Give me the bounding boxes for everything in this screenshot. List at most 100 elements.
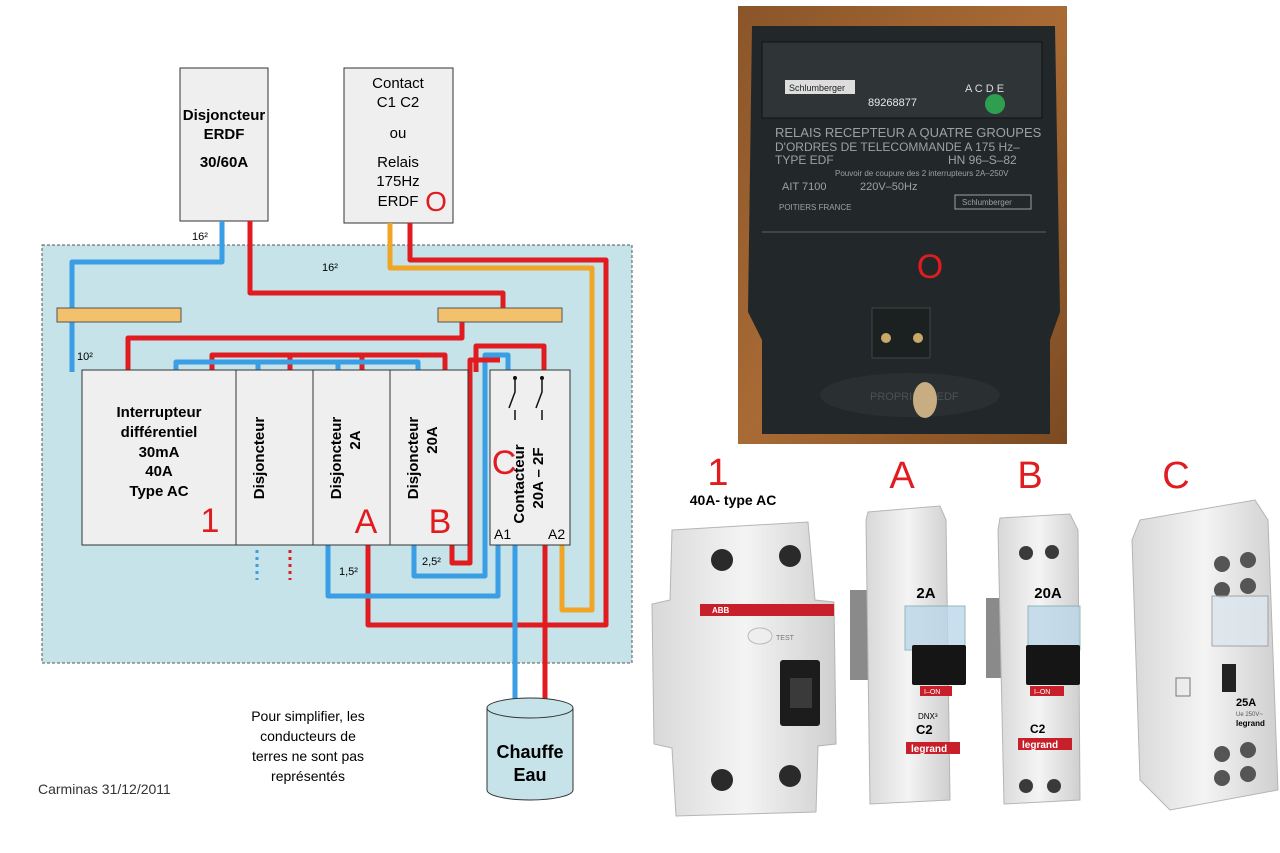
rcd-line4: 40A (145, 463, 173, 480)
heater-line1: Chauffe (497, 742, 564, 762)
contact-relay-box: Contact C1 C2 ou Relais 175Hz ERDF O (343, 67, 454, 224)
breaker-label: Disjoncteur (251, 417, 268, 500)
footnote: Pour simplifier, les conducteurs de terr… (251, 708, 365, 784)
wire-label-10: 10² (77, 351, 93, 363)
relay-marker-o: O (917, 248, 943, 286)
product-c-brand: legrand (1236, 719, 1265, 728)
product-c-marker: C (1162, 455, 1189, 497)
heater-line2: Eau (513, 765, 546, 785)
contactor-marker: C (492, 444, 517, 482)
contact-line4: Relais (377, 154, 419, 171)
wire-phase-rcd (125, 312, 465, 372)
product-a-rating: 2A (916, 585, 935, 602)
product-rcd-test: TEST (776, 635, 795, 642)
wires (69, 221, 609, 700)
contactor-line1: Contacteur (511, 444, 528, 523)
relay-line1: RELAIS RECEPTEUR A QUATRE GROUPES (775, 125, 1042, 140)
breaker-a-line2: 2A (347, 430, 364, 449)
wire-relay-red (365, 223, 609, 628)
breaker-a-line1: Disjoncteur (328, 417, 345, 500)
wire-contactor-neutral (411, 352, 511, 579)
rcd-module: Interrupteur différentiel 30mA 40A Type … (81, 369, 237, 546)
product-rcd-photo: ABB TEST (651, 521, 837, 817)
neutral-bus-bar (56, 307, 182, 323)
credit: Carminas 31/12/2011 (38, 781, 171, 797)
wire-relay-orange (387, 223, 595, 613)
contact-line1: Contact (372, 75, 425, 92)
product-b-marker: B (1017, 455, 1042, 497)
contact-line3: ou (390, 125, 407, 142)
wire-phase-main (247, 221, 506, 312)
breaker-b-module: Disjoncteur 20A B (389, 369, 469, 546)
product-b-switch: I–ON (1034, 689, 1050, 696)
product-c-rating: 25A (1236, 697, 1256, 709)
relay-serial: 89268877 (868, 97, 917, 109)
contactor-terminal-a1: A1 (494, 526, 511, 542)
breaker-a-marker: A (355, 503, 378, 541)
contact-line5: 175Hz (376, 173, 419, 190)
relay-line4: Pouvoir de coupure des 2 interrupteurs 2… (835, 169, 1009, 178)
relay-brand: Schlumberger (789, 83, 845, 93)
product-a-curve: C2 (916, 722, 933, 737)
wire-neutral-main (69, 221, 225, 312)
note-line2: conducteurs de (260, 728, 356, 744)
erdf-breaker-line3: 30/60A (200, 154, 249, 171)
breaker-b-line1: Disjoncteur (405, 417, 422, 500)
contactor-switch-symbol (508, 376, 543, 420)
product-b-rating: 20A (1034, 585, 1062, 602)
contact-marker-o: O (425, 186, 447, 217)
wire-label-16a: 16² (192, 231, 208, 243)
wire-label-25: 2,5² (422, 556, 441, 568)
note-line1: Pour simplifier, les (251, 708, 365, 724)
relay-photo: Schlumberger 89268877 A C D E RELAIS REC… (738, 6, 1067, 444)
erdf-breaker-line1: Disjoncteur (183, 107, 266, 124)
product-a-model: DNX³ (918, 712, 938, 721)
erdf-breaker-box: Disjoncteur ERDF 30/60A (179, 67, 269, 222)
contactor-line2: 20A – 2F (530, 447, 547, 508)
wire-label-16b: 16² (322, 262, 338, 274)
rcd-line5: Type AC (129, 483, 188, 500)
breaker-b-line2: 20A (424, 426, 441, 454)
relay-dial-letters: A C D E (965, 83, 1004, 95)
product-b-curve: C2 (1030, 722, 1046, 736)
product-rcd-marker: 1 (707, 452, 728, 494)
relay-plate: Schlumberger (962, 198, 1012, 207)
breaker-b-marker: B (429, 503, 452, 541)
contactor-module: Contacteur 20A – 2F C A1 A2 (489, 369, 571, 546)
product-c-sub: Ue 250V~ (1236, 712, 1263, 718)
rcd-line2: différentiel (121, 424, 198, 441)
product-rcd-brand: ABB (712, 606, 730, 615)
rcd-line1: Interrupteur (116, 404, 201, 421)
relay-line5a: AIT 7100 (782, 181, 826, 193)
water-heater: Chauffe Eau (486, 697, 574, 801)
product-rcd-caption: 40A- type AC (690, 492, 777, 508)
product-a-marker: A (889, 455, 915, 497)
rcd-line3: 30mA (139, 444, 180, 461)
contact-line2: C1 C2 (377, 94, 420, 111)
rcd-marker-1: 1 (201, 502, 220, 540)
product-a-brand: legrand (911, 744, 947, 755)
product-b-photo: 20A I–ON C2 legrand (986, 513, 1081, 805)
breaker-a-module: Disjoncteur 2A A (312, 369, 391, 546)
wire-20a-out (449, 357, 500, 566)
phase-bus-bar (437, 307, 563, 323)
relay-line3b: HN 96–S–82 (948, 153, 1017, 167)
relay-line3a: TYPE EDF (775, 153, 834, 167)
breaker-module: Disjoncteur (235, 369, 314, 546)
erdf-breaker-line2: ERDF (204, 126, 245, 143)
product-photos: 1 40A- type AC ABB TEST A 2A I–ON DNX³ C… (651, 452, 1279, 817)
note-line4: représentés (271, 768, 345, 784)
wiring-diagram: Disjoncteur ERDF 30/60A Contact C1 C2 ou… (38, 67, 633, 801)
contactor-terminal-a2: A2 (548, 526, 565, 542)
wire-label-15: 1,5² (339, 566, 358, 578)
relay-line5b: 220V–50Hz (860, 181, 918, 193)
product-b-brand: legrand (1022, 740, 1058, 751)
wire-15-loop (325, 545, 501, 599)
contact-line6: ERDF (378, 193, 419, 210)
relay-line6: POITIERS FRANCE (779, 203, 851, 212)
relay-line2: D'ORDRES DE TELECOMMANDE A 175 Hz– (775, 140, 1020, 154)
product-a-photo: 2A I–ON DNX³ C2 legrand (850, 505, 966, 805)
product-a-switch: I–ON (924, 689, 940, 696)
product-c-photo: 25A Ue 250V~ legrand (1131, 499, 1279, 811)
